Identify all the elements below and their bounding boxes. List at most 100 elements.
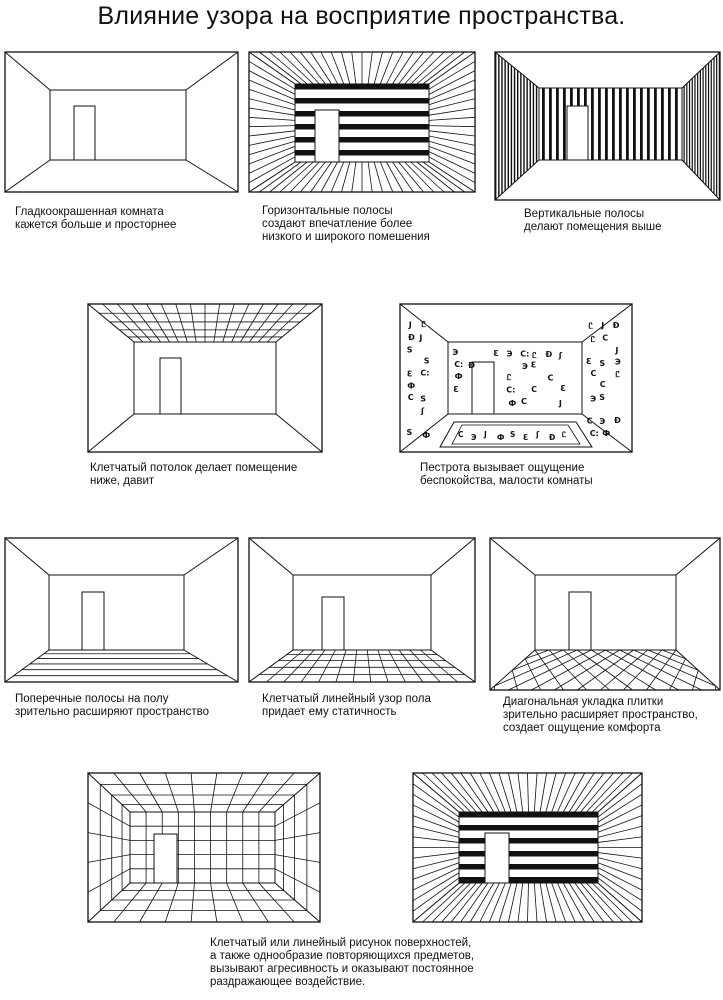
pattern-line bbox=[352, 649, 358, 683]
pattern-mark: Ꮭ bbox=[507, 373, 512, 382]
caption-line: Клетчатый или линейный рисунок поверхнос… bbox=[210, 937, 472, 949]
outer-frame bbox=[489, 537, 721, 691]
pattern-mark: Ф bbox=[455, 372, 463, 381]
corner-edge bbox=[185, 51, 239, 91]
caption-plain: Гладкоокрашенная комната кажется больше … bbox=[15, 206, 176, 232]
wall-stripe bbox=[697, 72, 699, 178]
wall-stripe bbox=[563, 88, 566, 160]
tile-line bbox=[661, 649, 687, 660]
pattern-line bbox=[450, 882, 483, 923]
pattern-line bbox=[351, 51, 357, 85]
pattern-line bbox=[597, 872, 643, 902]
tile-line bbox=[577, 649, 634, 691]
pattern-line bbox=[410, 161, 445, 193]
pattern-mark: ʃ bbox=[420, 406, 425, 415]
pattern-line bbox=[479, 772, 500, 813]
pattern-line bbox=[373, 161, 383, 193]
pattern-line bbox=[248, 60, 296, 90]
wall-stripe bbox=[459, 851, 598, 857]
pattern-line bbox=[412, 825, 460, 838]
corner-edge bbox=[248, 537, 294, 576]
pattern-mark: C bbox=[548, 374, 554, 383]
pattern-line bbox=[398, 51, 424, 85]
pattern-line bbox=[210, 882, 218, 923]
pattern-mark: Ɛ bbox=[523, 433, 528, 442]
pattern-line bbox=[412, 836, 460, 843]
pattern-line bbox=[310, 161, 332, 193]
wall-stripe bbox=[626, 88, 629, 160]
pattern-mark: C bbox=[458, 430, 464, 439]
pattern-mark: J bbox=[408, 320, 412, 329]
caption-line: Горизонтальные полосы bbox=[262, 205, 393, 217]
pattern-mark: C bbox=[521, 397, 527, 406]
pattern-line bbox=[377, 649, 389, 683]
pattern-line bbox=[269, 51, 308, 85]
pattern-line bbox=[460, 882, 489, 923]
pattern-line bbox=[562, 882, 586, 923]
tile-line bbox=[646, 649, 677, 691]
corner-edge bbox=[399, 413, 449, 453]
corner-edge bbox=[581, 303, 633, 343]
caption-floor-diagonal: Диагональная укладка плитки зрительно ра… bbox=[503, 696, 698, 735]
pattern-line bbox=[113, 772, 147, 813]
corner-edge bbox=[489, 537, 536, 576]
pattern-line bbox=[248, 151, 296, 174]
pattern-line bbox=[428, 79, 476, 100]
wall-stripe bbox=[459, 877, 598, 883]
wall-stripe bbox=[633, 88, 636, 160]
pattern-line bbox=[310, 51, 332, 85]
room-all-grid bbox=[87, 772, 321, 923]
wall-stripe bbox=[517, 70, 519, 180]
pattern-mark: Э bbox=[522, 362, 528, 371]
pattern-line bbox=[428, 116, 476, 121]
pattern-line bbox=[189, 303, 197, 343]
corner-edge bbox=[248, 161, 296, 193]
wall-stripe bbox=[459, 825, 598, 831]
pattern-line bbox=[551, 882, 567, 923]
pattern-line bbox=[597, 877, 643, 912]
wall-stripe bbox=[675, 88, 678, 160]
wall-stripe bbox=[694, 75, 696, 175]
wall-stripe bbox=[699, 70, 701, 180]
wall-stripe bbox=[507, 62, 509, 189]
pattern-line bbox=[190, 772, 195, 813]
pattern-line bbox=[428, 130, 476, 137]
wall-stripe bbox=[598, 88, 601, 160]
wall-stripe bbox=[702, 67, 704, 183]
pattern-line bbox=[248, 70, 296, 95]
pattern-line bbox=[248, 140, 296, 156]
pattern-line bbox=[597, 836, 643, 843]
pattern-line bbox=[416, 161, 455, 193]
pattern-line bbox=[412, 857, 460, 870]
pattern-mark: J bbox=[600, 321, 604, 330]
pattern-mark: J bbox=[418, 334, 422, 343]
pattern-line bbox=[422, 51, 465, 85]
pattern-mark: S bbox=[420, 395, 426, 404]
wall-stripe bbox=[619, 88, 622, 160]
corner-edge bbox=[430, 649, 476, 683]
pattern-mark: Э bbox=[452, 348, 458, 357]
pattern-line bbox=[367, 161, 373, 193]
wall-stripe bbox=[459, 838, 598, 844]
caption-floor-stripes: Поперечные полосы на полу зрительно расш… bbox=[15, 693, 209, 719]
pattern-line bbox=[533, 882, 538, 923]
room-checkered-ceiling bbox=[87, 303, 323, 453]
tile-line bbox=[623, 649, 663, 691]
pattern-line bbox=[428, 140, 476, 156]
wall-stripe bbox=[542, 88, 545, 160]
pattern-line bbox=[431, 772, 471, 813]
pattern-line bbox=[533, 772, 538, 813]
pattern-line bbox=[574, 882, 605, 923]
caption-line: беспокойства, малости комнаты bbox=[420, 475, 593, 487]
pattern-line bbox=[551, 772, 567, 813]
door bbox=[153, 833, 178, 884]
wall-stripe bbox=[612, 88, 615, 160]
pattern-line bbox=[164, 882, 179, 923]
wall-stripe bbox=[459, 812, 598, 818]
caption-line: создают впечатление более bbox=[262, 218, 413, 230]
pattern-mark: C bbox=[602, 334, 608, 343]
wall-stripe bbox=[710, 59, 712, 192]
room-all-lines bbox=[412, 772, 643, 923]
pattern-mark: J bbox=[614, 346, 618, 355]
tile-line bbox=[524, 649, 550, 660]
